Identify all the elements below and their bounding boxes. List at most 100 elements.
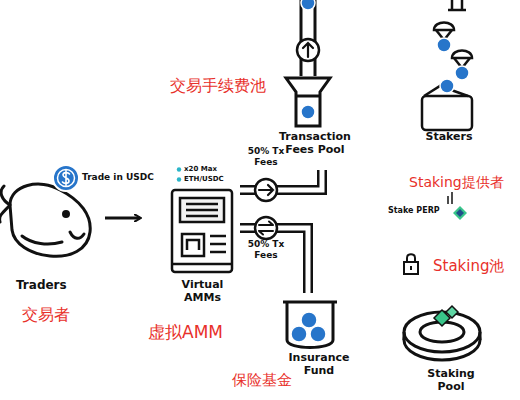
coin-icon [291,312,326,342]
staking-pool-node: Staking池 Staking Pool [400,255,520,400]
stakers-node: StakersStaking提供者 [405,0,520,195]
coin-icon [455,66,469,80]
virtual-amm-machine [180,198,224,222]
node-title: Stakers [413,130,485,143]
node-title: Staking Pool [418,367,484,393]
coin-icon [437,38,469,93]
edge-label: 50% Tx Fees [246,239,286,261]
virtual-amm-node: Virtual AMMs 虚拟AMM [140,160,240,360]
virtual-amm-machine [210,251,226,254]
chinese-caption: 交易者 [22,305,70,324]
lock-icon [404,262,418,274]
stake-perp-icon [448,192,467,220]
chinese-caption: 保险基金 [232,371,292,389]
arrow-line [105,217,140,220]
stake-perp-icon [453,206,467,220]
virtual-amm-machine [210,243,226,246]
virtual-amm-machine [186,215,218,218]
whale-icon [0,184,90,256]
fee-pipe [240,170,322,190]
fees-pool-node: 交易手续费池 Transaction Fees Pool [170,0,350,170]
bullet-dots [177,167,181,171]
insurance-bucket [283,301,337,304]
virtual-amm-machine [182,234,204,256]
bullet-dots [177,167,181,181]
node-title: Transaction Fees Pool [278,130,352,156]
stakers-icon [422,96,472,130]
fees-pool-funnel [286,78,330,126]
stake-perp-icon [447,196,449,204]
perp-tokens [434,306,458,326]
edge-label: 50% Tx Fees [246,146,286,168]
bullet-dots [177,177,181,181]
node-title: Virtual AMMs [170,278,235,304]
coin-icon [437,38,451,52]
flow-up-circle [303,43,313,57]
fees-pool-funnel [300,0,303,76]
market-pair-label: ETH/USDC [184,175,224,183]
chinese-caption: 交易手续费池 [170,76,266,95]
usdc-coin [63,171,70,186]
chinese-caption: 虚拟AMM [148,322,223,342]
pipe-inner [240,228,308,293]
whale-icon [70,232,84,238]
whale-icon [64,212,69,217]
lock-icon [404,254,418,274]
coin-icon [301,105,315,119]
virtual-amm-machine [172,263,232,266]
pipe-wall [240,228,308,293]
insurance-bucket [287,302,333,348]
fees-pool-funnel [314,0,317,76]
flow-arrow [105,218,140,219]
perp-tokens [446,306,458,318]
stakers-icon [452,51,472,59]
usdc-coin [53,165,79,191]
fee-pipe [240,228,308,293]
flow-right-circle [259,185,273,195]
stake-perp-icon [451,192,453,204]
swap-circle [259,222,273,235]
leverage-label: x20 Max [184,165,217,173]
insurance-fund-node: Insurance Fund保险基金 [228,293,348,400]
usdc-coin [58,170,75,187]
whale-icon [0,186,10,222]
usdc-coin [53,165,79,191]
whale-icon [22,236,62,244]
flow-up-circle [297,39,319,61]
coin-icon [310,326,326,342]
trade-currency-label: Trade in USDC [82,172,154,183]
stakers-icon [434,23,454,31]
staking-pool-ring [404,332,480,340]
flow-right-circle [255,179,277,201]
stake-token-label: Stake PERP [388,206,440,216]
node-title: Traders [16,278,67,292]
virtual-amm-machine [172,190,232,272]
virtual-amm-machine [187,240,199,250]
virtual-amm-machine [172,190,232,272]
flow-right-circle [255,179,277,201]
swap-circle [255,217,277,239]
insurance-bucket [283,302,337,348]
coin-icon [301,312,317,328]
virtual-amm-machine [186,209,218,212]
pipe-wall [240,170,322,190]
chinese-caption: Staking池 [433,257,504,275]
virtual-amm-machine [186,203,218,206]
coin-icon [301,0,315,10]
flow-up-circle [297,39,319,61]
swap-circle [255,217,277,239]
node-title: Insurance Fund [288,351,350,377]
lock-icon [407,254,415,262]
pipe-inner [240,170,322,190]
stakers-icon [422,0,472,130]
stakers-icon [448,0,466,10]
virtual-amm-machine [210,235,226,238]
chinese-caption: Staking提供者 [409,174,504,191]
fees-pool-funnel [296,95,320,98]
lock-icon [410,266,412,270]
coin-icon [440,79,454,93]
coin-icon [291,326,307,342]
stake-perp-icon [456,209,464,217]
